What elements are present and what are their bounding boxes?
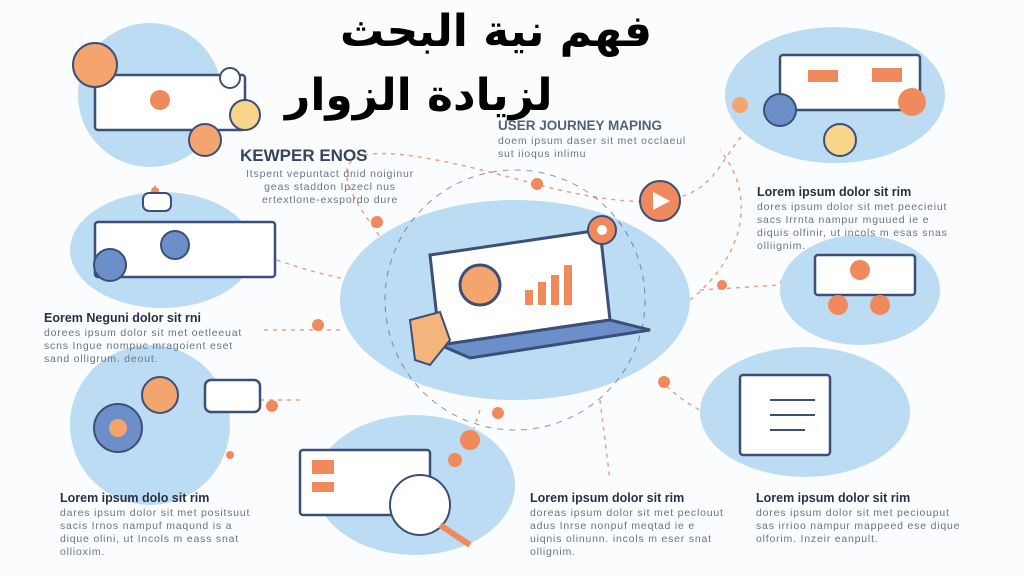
section-text: doem ipsum daser sit met occlaeul sut ii… bbox=[498, 135, 687, 160]
bar-chart-icon bbox=[525, 265, 572, 305]
section-text: Itspent vepuntact dnid noiginur geas sta… bbox=[246, 168, 414, 206]
info-block: Eorem Neguni dolor sit rni dorees ipsum … bbox=[44, 311, 254, 366]
block-title: Lorem ipsum dolo sit rim bbox=[60, 491, 210, 505]
laptop-icon bbox=[428, 228, 651, 360]
info-block: Lorem ipsum dolor sit rim doreas ipsum d… bbox=[530, 491, 730, 559]
block-title: Lorem ipsum dolor sit rim bbox=[530, 491, 685, 505]
block-text: dorees ipsum dolor sit met oetleeuat scn… bbox=[44, 327, 243, 365]
checklist-icon bbox=[770, 399, 815, 431]
magnifier-icon bbox=[438, 522, 472, 548]
play-icon bbox=[639, 180, 681, 222]
section-title: KEWPER ENOS bbox=[240, 146, 368, 165]
block-title: Lorem ipsum dolor sit rim bbox=[757, 185, 912, 199]
title-line-1: فهم نية البحث bbox=[340, 6, 653, 57]
block-title: Lorem ipsum dolor sit rim bbox=[756, 491, 911, 505]
info-block: Lorem ipsum dolo sit rim dares ipsum dol… bbox=[60, 491, 260, 559]
section-title: USER JOURNEY MAPING bbox=[498, 118, 663, 133]
block-text: dores ipsum dolor sit met peciouput sas … bbox=[756, 507, 961, 545]
block-text: dares ipsum dolor sit met positsuut saci… bbox=[60, 507, 251, 558]
user-icon bbox=[109, 97, 748, 437]
block-text: doreas ipsum dolor sit met peclouut adus… bbox=[530, 507, 724, 558]
info-block: Lorem ipsum dolor sit rim dores ipsum do… bbox=[756, 491, 961, 546]
journey-section: USER JOURNEY MAPING doem ipsum daser sit… bbox=[498, 118, 698, 161]
panel-accents bbox=[150, 68, 926, 492]
block-text: dores ipsum dolor sit met peecieiut sacs… bbox=[757, 201, 948, 252]
hand-pointer-icon bbox=[408, 310, 452, 367]
kewper-enos-section: KEWPER ENOS Itspent vepuntact dnid noigi… bbox=[240, 146, 420, 207]
location-pin-icon bbox=[587, 215, 617, 245]
info-block: Lorem ipsum dolor sit rim dores ipsum do… bbox=[757, 185, 962, 253]
lightbulb-icon bbox=[229, 99, 857, 157]
block-title: Eorem Neguni dolor sit rni bbox=[44, 311, 201, 325]
chat-bubble-icon bbox=[142, 67, 241, 212]
title-line-2: لزيادة الزوار bbox=[285, 70, 553, 121]
gear-icon bbox=[72, 42, 797, 536]
